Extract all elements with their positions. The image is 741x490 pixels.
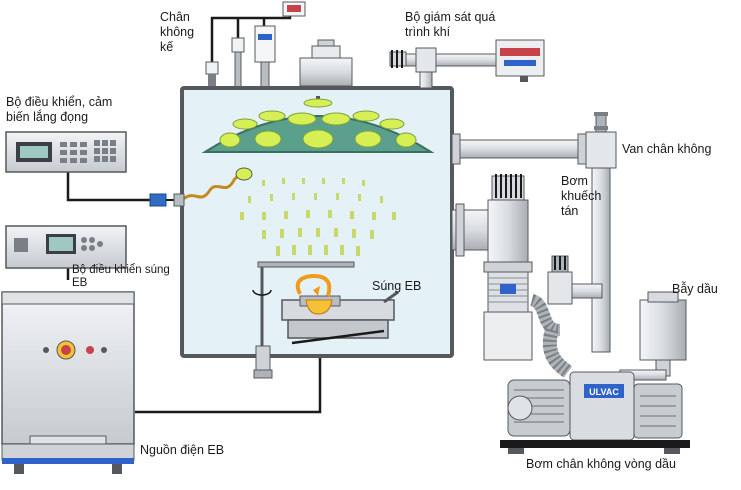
label-diffusion-pump-line-1: Bơm xyxy=(561,174,588,188)
oil-trap xyxy=(619,291,687,381)
label-vacuum-valve: Van chân không xyxy=(622,142,711,157)
label-deposition-controller: Bộ điều khiển, cảm biến lắng đọng xyxy=(6,95,112,125)
eb-power-supply xyxy=(1,291,135,474)
shutter xyxy=(252,261,355,379)
top-port xyxy=(299,39,353,87)
vacuum-gauges xyxy=(205,1,306,89)
label-rotary-pump-text: Bơm chân không vòng dầu xyxy=(526,457,676,471)
eb-gun-controller xyxy=(5,225,127,269)
label-vacuum-gauge-line-3: kế xyxy=(160,40,174,54)
diffusion-pump xyxy=(451,174,533,361)
label-rotary-pump: Bơm chân không vòng dầu xyxy=(526,457,676,472)
label-oil-trap-text: Bẫy dầu xyxy=(672,282,718,296)
substrate-dome xyxy=(201,96,435,153)
cable-deposition-controller xyxy=(66,172,150,202)
label-vacuum-valve-text: Van chân không xyxy=(622,142,712,156)
deposition-controller xyxy=(5,131,127,173)
label-oil-trap: Bẫy dầu xyxy=(672,282,718,297)
label-eb-power-supply-text: Nguồn điện EB xyxy=(140,443,225,457)
eb-gun xyxy=(281,273,399,345)
label-vacuum-gauge-line-2: không xyxy=(160,25,195,39)
label-process-gas-monitor-line-2: trình khí xyxy=(405,25,451,39)
pump-brand-logo: ULVAC xyxy=(589,387,619,397)
label-diffusion-pump-line-3: tán xyxy=(561,204,579,218)
process-gas-monitor xyxy=(389,39,545,89)
roughing-line xyxy=(451,133,611,353)
deposition-sensor xyxy=(149,167,253,207)
label-eb-power-supply: Nguồn điện EB xyxy=(140,443,224,458)
label-process-gas-monitor-line-1: Bộ giám sát quá xyxy=(405,10,496,24)
label-vacuum-gauge: Chân không kế xyxy=(160,10,194,55)
vacuum-valve xyxy=(585,112,617,169)
vapor-plume xyxy=(240,178,396,256)
label-deposition-controller-line-2: biến lắng đọng xyxy=(6,110,89,124)
label-vacuum-gauge-line-1: Chân xyxy=(160,10,190,24)
label-eb-gun-controller-line-1: Bộ điều khiển súng xyxy=(72,264,170,276)
label-eb-gun-text: Súng EB xyxy=(372,279,422,293)
cable-gauge-1 xyxy=(210,14,292,62)
label-eb-gun-controller-line-2: EB xyxy=(72,277,88,289)
rotary-pump xyxy=(500,371,690,454)
label-eb-gun: Súng EB xyxy=(372,279,421,294)
label-deposition-controller-line-1: Bộ điều khiển, cảm xyxy=(6,95,113,109)
label-diffusion-pump-line-2: khuếch xyxy=(561,189,602,203)
label-process-gas-monitor: Bộ giám sát quá trình khí xyxy=(405,10,495,40)
cable-eb-power-supply xyxy=(135,345,322,414)
label-eb-gun-controller: Bộ điều khiển súng EB xyxy=(72,264,170,290)
label-diffusion-pump: Bơm khuếch tán xyxy=(561,174,601,219)
foreline xyxy=(529,255,603,378)
